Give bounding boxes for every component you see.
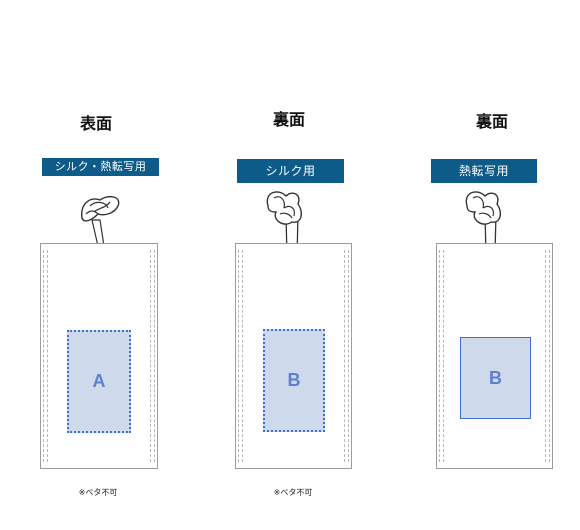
print-method-badge: シルク用 [237,159,344,183]
panel-title: 裏面 [475,112,508,131]
print-area-label: B [489,367,502,388]
note-no-solid-fill: ※ベタ不可 [78,488,118,497]
bag-outline: B [436,243,553,469]
print-area-b: B [263,329,325,432]
bag-outline: A [40,243,158,469]
print-method-badge: 熱転写用 [431,159,537,183]
bag-outline: B [235,243,352,469]
note-no-solid-fill: ※ベタ不可 [273,488,313,497]
print-method-badge: シルク・熱転写用 [42,158,159,176]
panel-title: 裏面 [272,110,305,129]
knot-strap-icon [81,195,120,247]
panel-title: 表面 [79,114,112,133]
print-area-label: B [287,370,301,390]
print-area-label: A [92,371,106,391]
print-area-b: B [460,337,531,419]
print-area-a: A [67,330,131,433]
